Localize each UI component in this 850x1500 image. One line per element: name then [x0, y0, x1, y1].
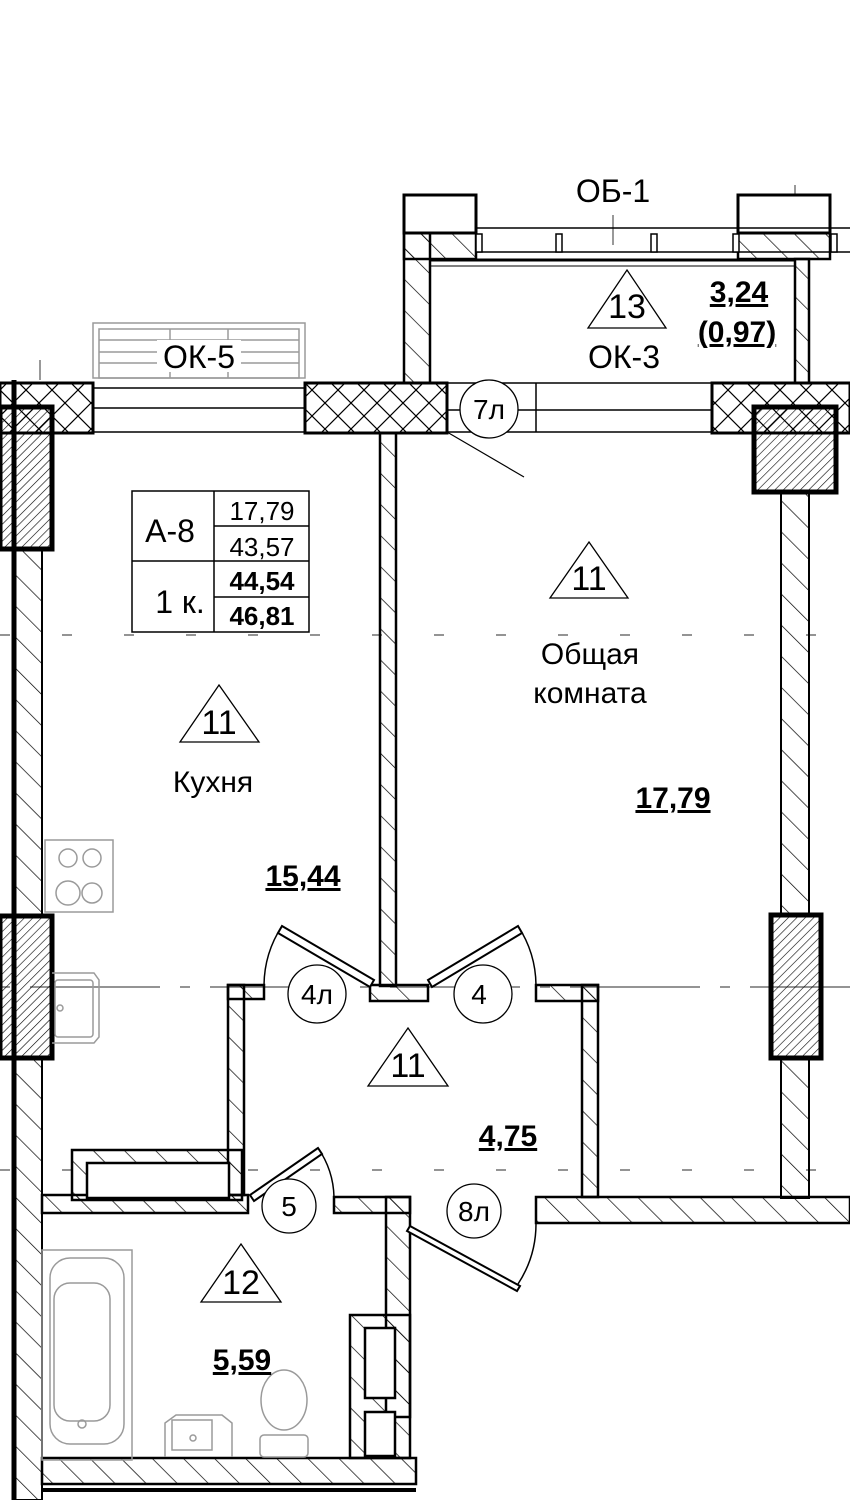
total-area-balcony-value: 46,81 — [229, 601, 294, 631]
columns — [0, 404, 839, 1061]
living-finish-code: 11 — [571, 560, 606, 598]
living-area: 17,79 — [635, 782, 710, 815]
bathroom-walls — [40, 1313, 418, 1492]
kitchen-name: Кухня — [173, 766, 253, 799]
bathroom-finish-code: 12 — [222, 1264, 260, 1302]
triangle-icon — [199, 1242, 283, 1303]
door-5: 5 — [281, 1191, 297, 1222]
mark-ok5: ОК-5 — [163, 339, 235, 375]
triangle-icon — [178, 683, 261, 743]
sink-icon — [52, 972, 100, 1044]
exterior-wall-right — [780, 491, 810, 1199]
hall-walls — [40, 983, 850, 1419]
balcony-area-reduced: (0,97) — [698, 316, 776, 349]
apartment-rooms: 1 к. — [155, 584, 205, 620]
bathroom-area: 5,59 — [213, 1344, 271, 1377]
living-area-value: 17,79 — [229, 496, 294, 526]
triangle-icon — [366, 1026, 450, 1087]
door-4l: 4л — [301, 979, 333, 1010]
living-name-line2: комната — [533, 677, 647, 710]
partition-kitchen-living — [378, 431, 398, 988]
exterior-wall-left — [0, 380, 43, 1500]
doors — [248, 924, 537, 1293]
door-markers — [261, 379, 519, 1239]
triangle-icon — [548, 540, 630, 599]
balcony-structure — [402, 193, 850, 385]
balcony-finish-code: 13 — [608, 288, 646, 326]
hall-area: 4,75 — [479, 1120, 537, 1153]
kitchen-finish-code: 11 — [201, 704, 236, 742]
apartment-type: А-8 — [145, 513, 195, 549]
bathtub-icon — [41, 1249, 133, 1461]
balcony-area: 3,24 — [710, 276, 769, 309]
door-7l: 7л — [473, 394, 505, 425]
kitchen-area: 15,44 — [265, 860, 340, 893]
triangle-icon — [586, 268, 668, 329]
living-name-line1: Общая — [541, 638, 639, 671]
door-4: 4 — [471, 979, 487, 1010]
mark-ob1: ОБ-1 — [576, 173, 650, 209]
washbasin-icon — [164, 1414, 233, 1457]
exterior-wall-top — [0, 381, 850, 478]
apartment-info-table: А-8 1 к. 17,79 43,57 44,54 46,81 — [131, 490, 310, 633]
useful-area-value: 43,57 — [229, 532, 294, 562]
finish-markers — [178, 268, 668, 1303]
hall-finish-code: 11 — [390, 1047, 425, 1085]
total-area-value: 44,54 — [229, 566, 295, 596]
toilet-icon — [260, 1369, 308, 1431]
fixtures — [41, 839, 309, 1461]
door-8l: 8л — [458, 1196, 490, 1227]
window-marks: ОБ-1 ОК-5 ОК-3 — [157, 173, 660, 375]
stove-icon — [44, 839, 114, 913]
mark-ok3: ОК-3 — [588, 339, 660, 375]
